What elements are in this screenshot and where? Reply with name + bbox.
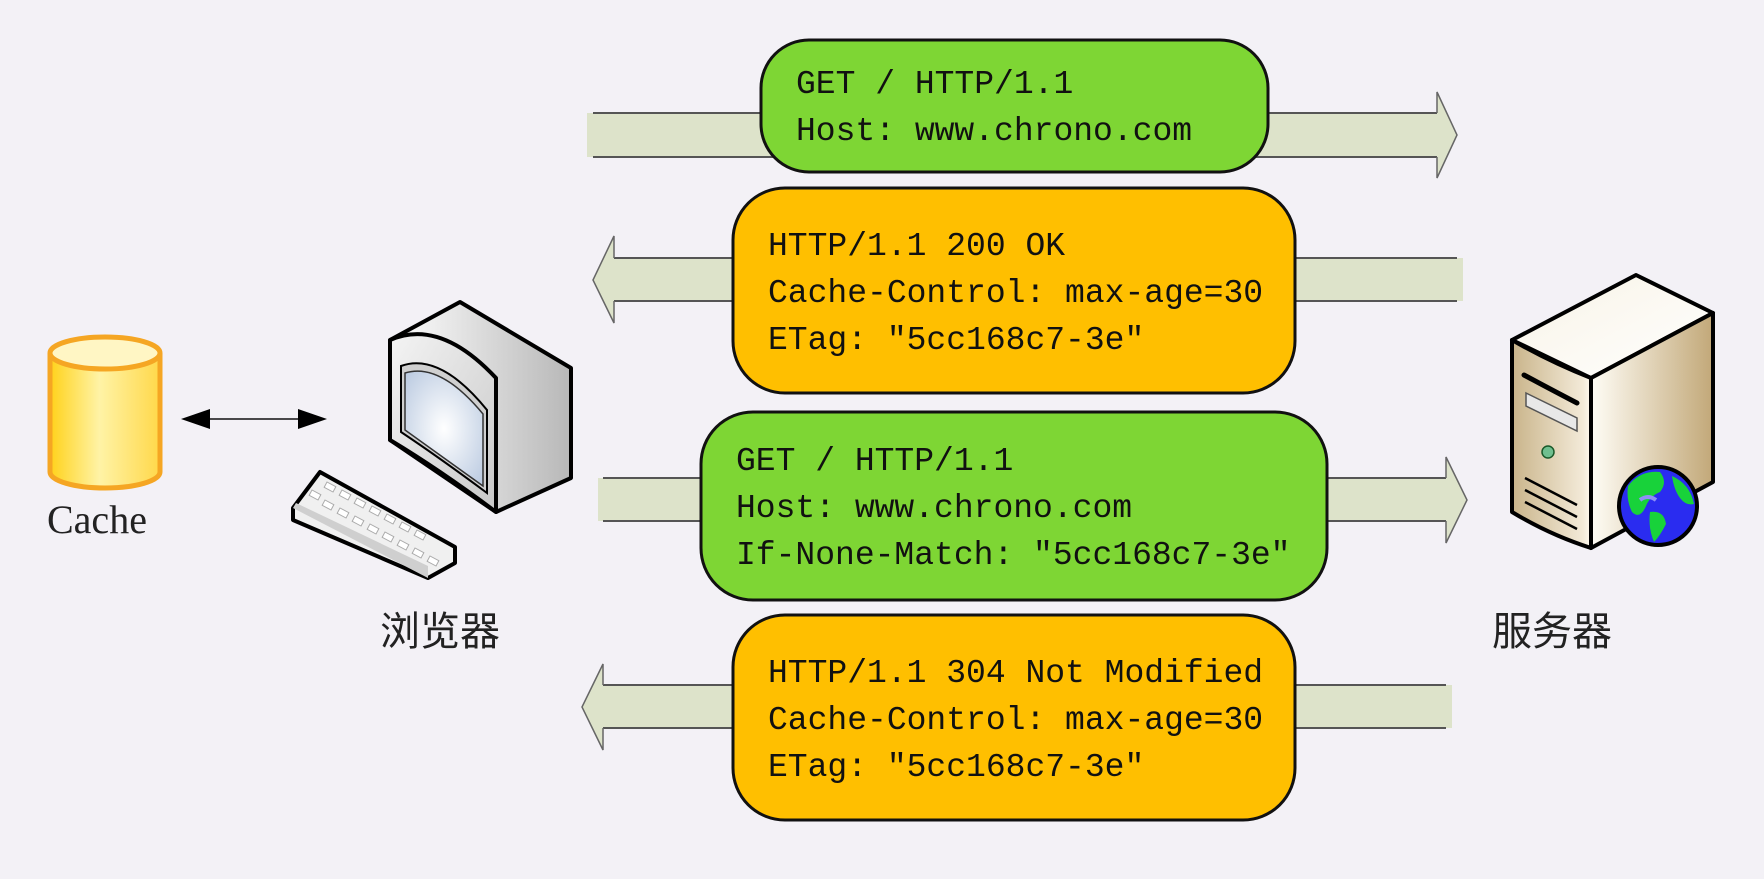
- right-arrowhead-icon: [298, 409, 327, 429]
- message-box-3: GET / HTTP/1.1 Host: www.chrono.com If-N…: [699, 410, 1329, 602]
- browser-label: 浏览器: [380, 609, 500, 654]
- cache-label: Cache: [47, 497, 147, 542]
- message-1-line-2: Host: www.chrono.com: [796, 113, 1192, 150]
- message-4-line-2: Cache-Control: max-age=30: [768, 702, 1263, 739]
- message-3-line-1: GET / HTTP/1.1: [736, 443, 1013, 480]
- message-4-line-3: ETag: "5cc168c7-3e": [768, 749, 1144, 786]
- message-2-line-3: ETag: "5cc168c7-3e": [768, 322, 1144, 359]
- power-led-icon: [1541, 445, 1555, 459]
- globe-icon: [1617, 465, 1699, 547]
- desktop-computer-icon: [291, 300, 573, 580]
- message-box-2: HTTP/1.1 200 OK Cache-Control: max-age=3…: [731, 186, 1297, 395]
- message-4-line-1: HTTP/1.1 304 Not Modified: [768, 655, 1263, 692]
- database-cylinder-icon: [47, 334, 163, 491]
- message-3-line-3: If-None-Match: "5cc168c7-3e": [736, 537, 1291, 574]
- cache-browser-connector: [181, 409, 327, 429]
- message-box-4: HTTP/1.1 304 Not Modified Cache-Control:…: [731, 613, 1297, 822]
- keyboard-keys: [308, 481, 440, 567]
- message-box-1: GET / HTTP/1.1 Host: www.chrono.com: [759, 38, 1270, 174]
- left-arrowhead-icon: [181, 409, 210, 429]
- message-2-line-1: HTTP/1.1 200 OK: [768, 228, 1065, 265]
- message-1-line-1: GET / HTTP/1.1: [796, 66, 1073, 103]
- message-3-line-2: Host: www.chrono.com: [736, 490, 1132, 527]
- server-label: 服务器: [1492, 609, 1612, 654]
- message-2-line-2: Cache-Control: max-age=30: [768, 275, 1263, 312]
- web-server-icon: [1510, 273, 1715, 550]
